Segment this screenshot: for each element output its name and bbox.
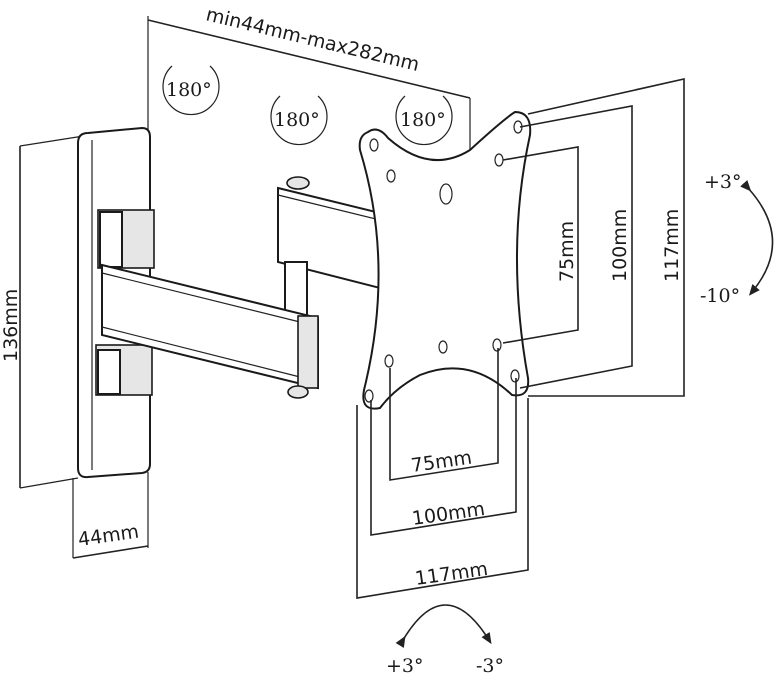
arm-extension-label: min44mm-max282mm xyxy=(204,3,422,75)
svg-text:-10°: -10° xyxy=(700,285,740,307)
svg-text:180°: 180° xyxy=(274,109,320,131)
svg-text:75mm: 75mm xyxy=(556,221,578,282)
level-adjust-indicator: +3° -3° xyxy=(386,604,504,677)
lower-arm xyxy=(101,263,319,399)
svg-text:100mm: 100mm xyxy=(609,209,631,282)
svg-text:44mm: 44mm xyxy=(77,521,141,551)
wall-plate-height-label: 136mm xyxy=(0,289,22,362)
svg-text:+3°: +3° xyxy=(704,171,742,193)
tilt-indicator: +3° -10° xyxy=(700,171,774,307)
svg-text:117mm: 117mm xyxy=(414,558,490,590)
svg-text:-3°: -3° xyxy=(476,655,504,677)
svg-text:100mm: 100mm xyxy=(411,498,487,530)
svg-text:180°: 180° xyxy=(166,79,212,101)
swivel-indicator-1: 180° xyxy=(162,65,220,116)
wall-plate xyxy=(77,126,155,479)
vesa-plate xyxy=(358,110,532,410)
vesa-vertical-dimensions: 75mm 100mm 117mm xyxy=(502,78,685,397)
svg-text:+3°: +3° xyxy=(386,655,424,677)
svg-text:180°: 180° xyxy=(400,109,446,131)
wall-plate-width-dimension: 44mm xyxy=(72,472,149,559)
swivel-indicator-3: 180° xyxy=(395,95,453,146)
upper-arm xyxy=(277,176,389,335)
svg-text:75mm: 75mm xyxy=(410,447,474,477)
svg-text:117mm: 117mm xyxy=(661,209,683,282)
swivel-indicator-2: 180° xyxy=(270,95,328,146)
wall-plate-height-dimension: 136mm xyxy=(0,134,91,489)
